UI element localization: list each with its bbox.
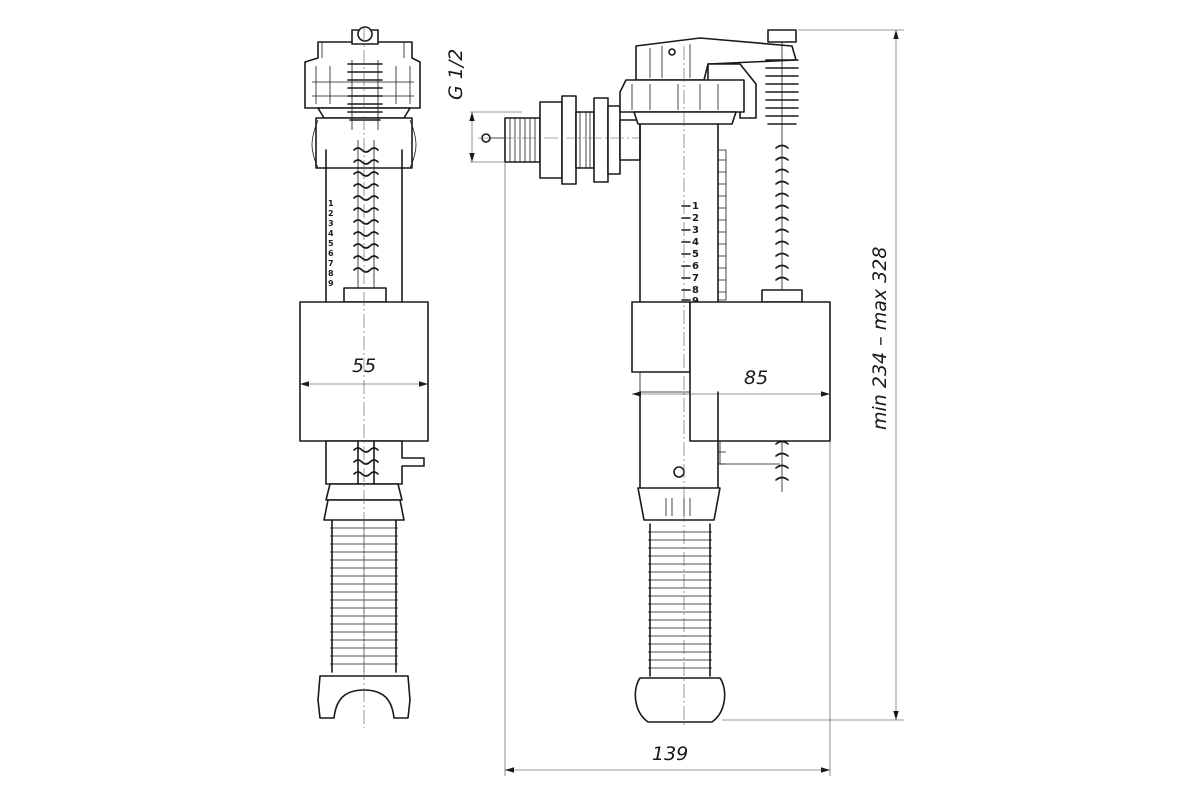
front-scale-mark: 1 [328,199,334,208]
front-scale-mark: 5 [328,239,334,248]
dimension-label-height: min 234 – max 328 [869,247,891,430]
dimension-total-width: 139 [504,162,831,776]
side-scale-mark: 1 [692,201,699,212]
side-scale-mark: 5 [692,249,699,260]
front-scale-mark: 8 [328,269,334,278]
dimension-label-thread: G 1/2 [445,49,467,100]
dimension-front-width: 55 [300,355,428,387]
dimension-label-85: 85 [744,367,768,389]
side-hose [648,523,712,677]
front-scale-mark: 6 [328,249,334,258]
dimension-label-139: 139 [652,743,688,765]
front-scale-mark: 2 [328,209,334,218]
side-scale-mark: 2 [692,213,699,224]
front-view: 1 2 3 4 5 6 7 8 9 55 [299,26,429,728]
side-scale-mark: 7 [692,273,699,284]
front-scale-mark: 3 [328,219,334,228]
dimension-label-55: 55 [352,355,376,377]
front-scale-mark: 4 [328,229,334,238]
side-view: 1 2 3 4 5 6 7 8 9 [445,29,904,776]
front-scale: 1 2 3 4 5 6 7 8 9 [328,199,334,288]
side-foot [634,677,726,723]
dimension-float-width: 85 [632,367,830,397]
side-scale-mark: 3 [692,225,699,236]
side-scale-mark: 6 [692,261,699,272]
front-spring [343,60,387,303]
side-scale-mark: 4 [692,237,699,248]
side-scale-mark: 8 [692,285,699,296]
inlet-thread [481,95,641,185]
dimension-height: min 234 – max 328 [722,29,904,721]
dimension-thread: G 1/2 [445,49,522,163]
front-scale-mark: 7 [328,259,334,268]
front-scale-mark: 9 [328,279,334,288]
side-scale: 1 2 3 4 5 6 7 8 9 [681,201,699,307]
